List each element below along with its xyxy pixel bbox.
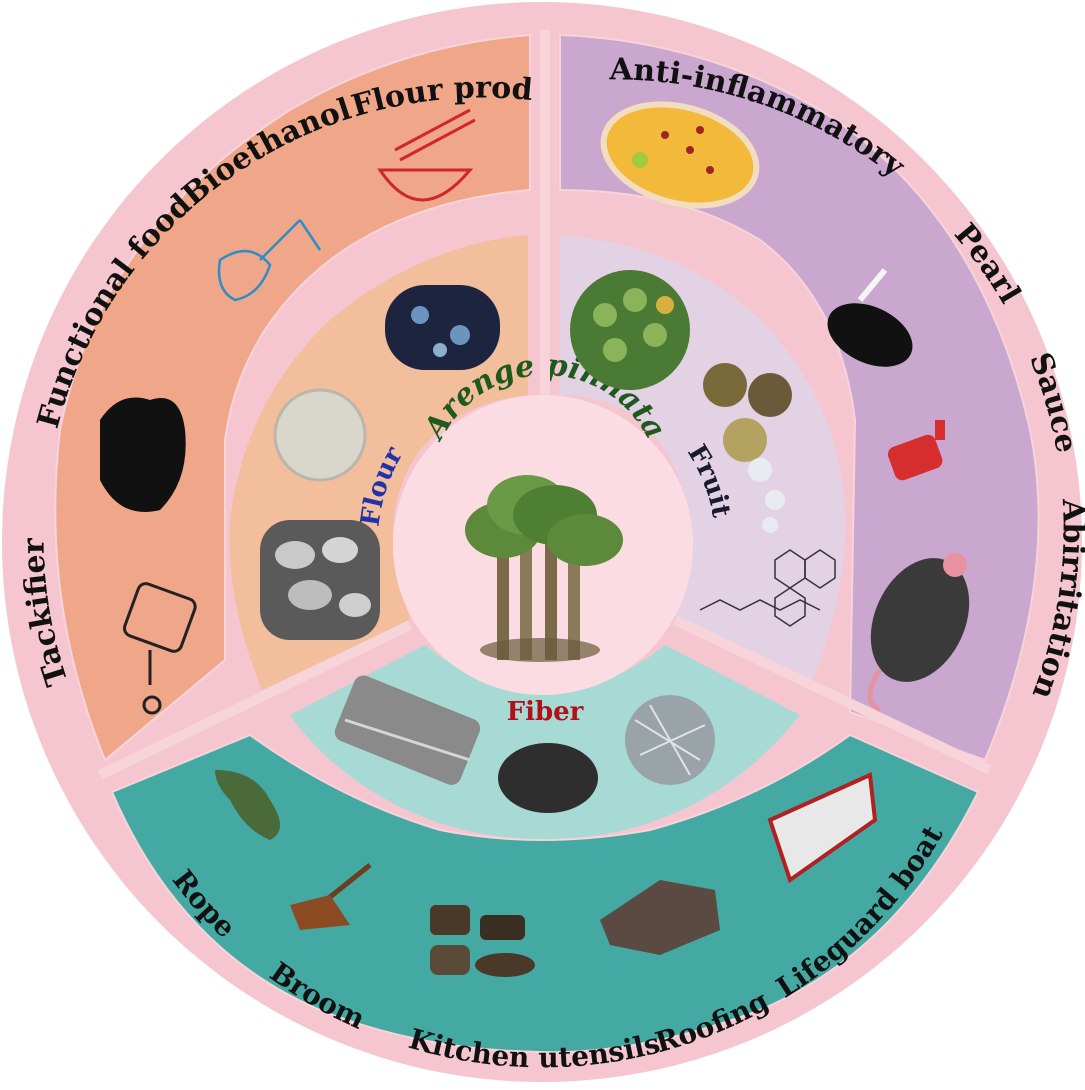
roofing-icon [600, 880, 720, 955]
starch-polarized-icon [385, 285, 500, 370]
pearl-spoon-icon [827, 268, 913, 367]
rope-icon [215, 770, 280, 840]
fruit-seeds-icon [703, 363, 792, 533]
kitchen-utensils-icon [430, 905, 535, 977]
fiber-applications-sector [110, 733, 980, 1054]
flour-applications-sector [54, 33, 531, 762]
fiber-inner-sector [290, 645, 800, 840]
boat-icon [767, 772, 878, 884]
muscle-arm-icon [100, 397, 186, 512]
fiber-sem-icon [334, 675, 481, 785]
anti-inflammatory-cell-icon [600, 101, 760, 209]
mouse-icon [867, 553, 970, 713]
fiber-bundle-icon [498, 743, 598, 813]
ethanol-molecule-icon [217, 219, 322, 302]
flour-dish-icon [273, 388, 367, 482]
sauce-bottle-icon [887, 420, 945, 481]
palm-fruit-bunch-icon [570, 270, 690, 390]
palm-tree-icon [465, 475, 623, 662]
chemical-structure-icon [699, 549, 836, 627]
noodle-bowl-icon [377, 108, 476, 202]
sector-dividers [97, 30, 993, 780]
starch-granules-icon [260, 520, 380, 640]
fiber-label: Fiber [507, 697, 584, 727]
broom-icon [290, 863, 372, 930]
center-circle [393, 395, 693, 695]
glue-bottle-icon [122, 582, 197, 715]
fiber-mesh-icon [625, 695, 715, 785]
